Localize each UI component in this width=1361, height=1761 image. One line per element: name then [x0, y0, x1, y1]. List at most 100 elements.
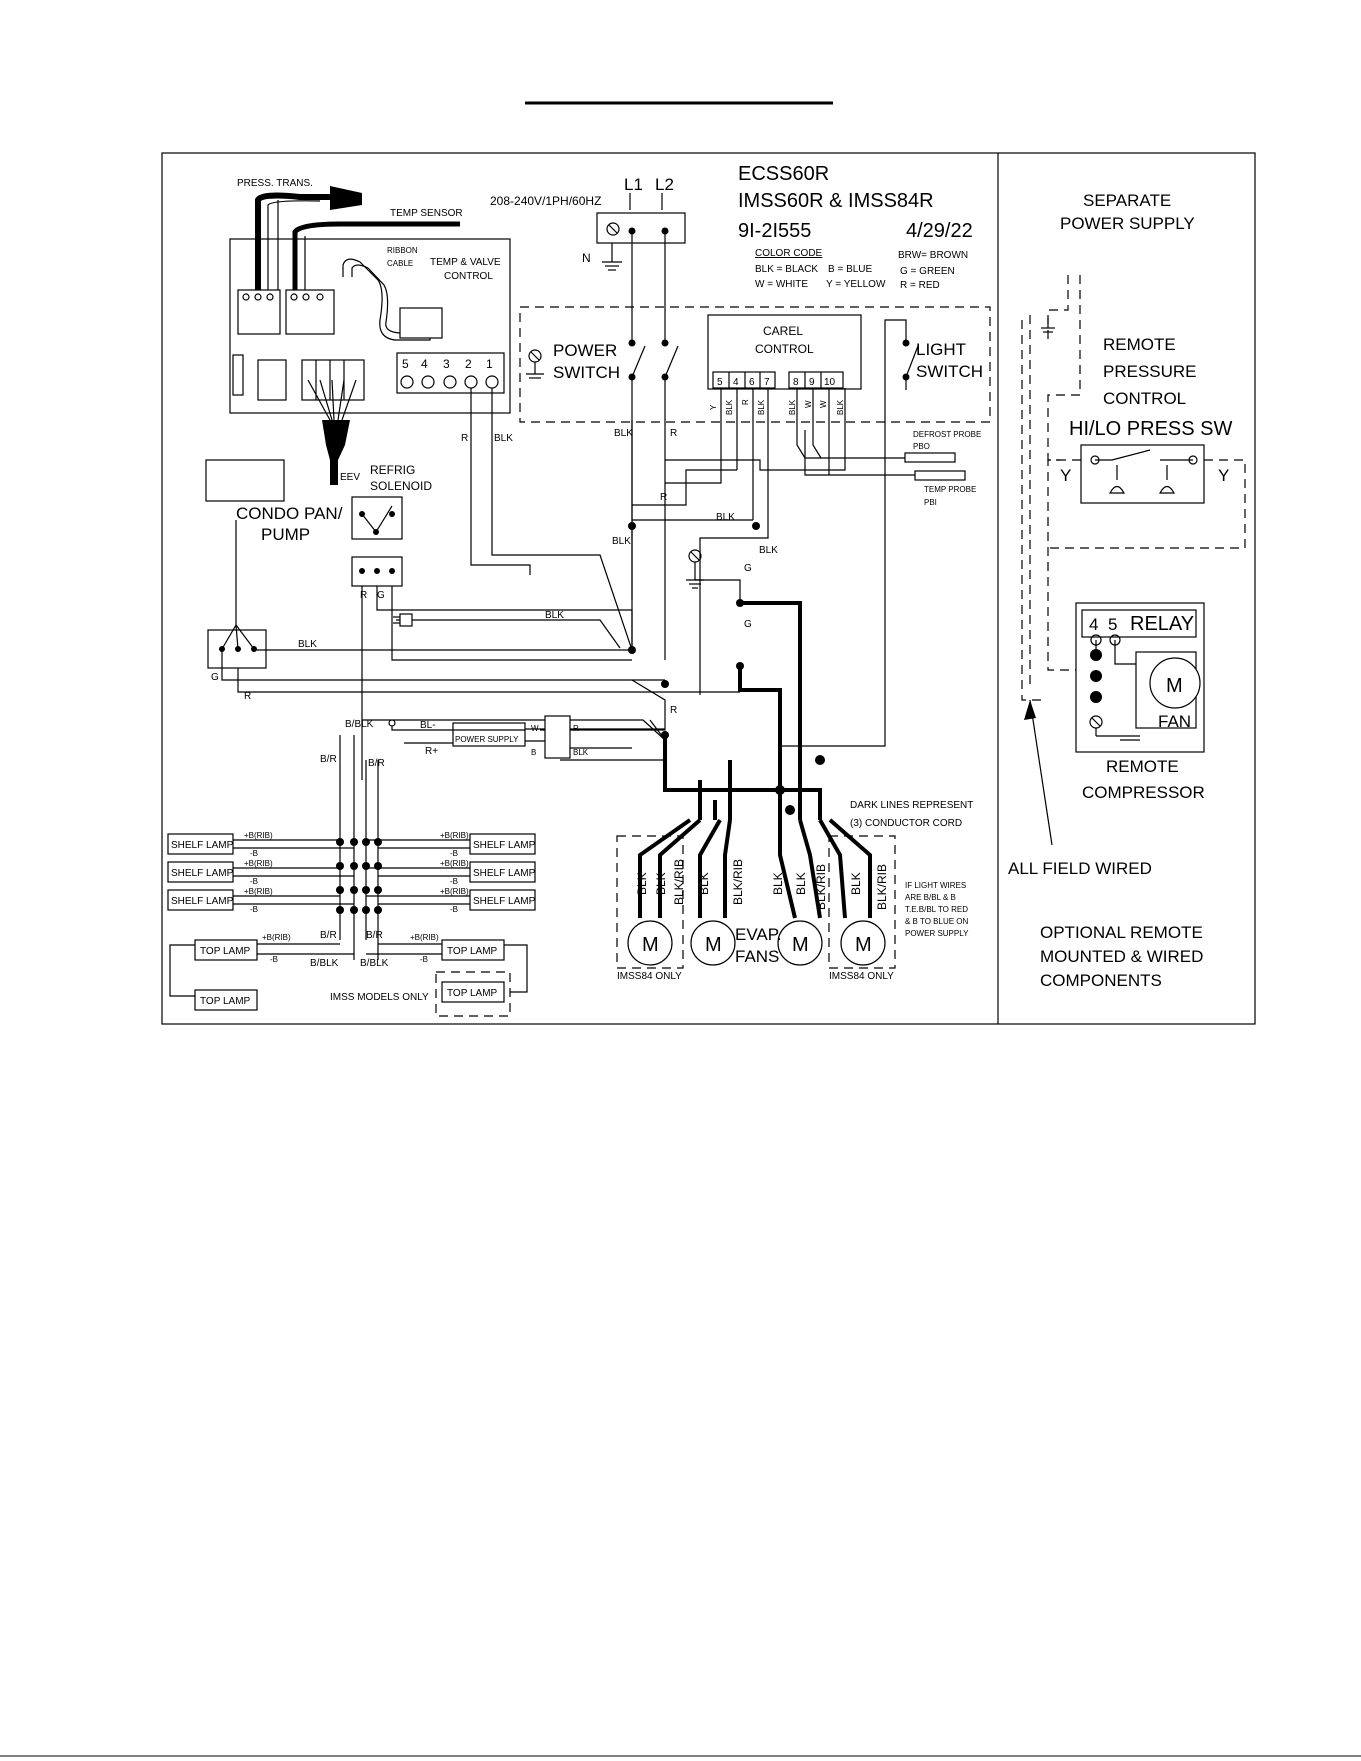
carel-label-2: CONTROL: [755, 342, 814, 356]
condo-pan-label-1: CONDO PAN/: [236, 504, 343, 523]
wire-label: +B(RIB): [244, 831, 273, 840]
shelf-lamp-left-2: [167, 861, 234, 883]
remote-compressor-label-1: REMOTE: [1106, 757, 1179, 776]
wire-label: BLK: [612, 536, 631, 547]
wire-label: -B: [250, 905, 258, 914]
press-trans-icon: [330, 186, 362, 210]
wire-label: R: [741, 399, 750, 405]
model-line-1: ECSS60R: [738, 163, 829, 185]
wire-label: R: [244, 691, 251, 702]
wire-label: -B: [450, 849, 458, 858]
wire-label: R: [660, 492, 667, 503]
ribbon-cable-label-1: RIBBON: [387, 246, 418, 255]
neutral-label: N: [582, 251, 591, 265]
temp-probe-label-1: TEMP PROBE: [924, 485, 976, 494]
motor-label: M: [705, 934, 722, 956]
imss84-only-right: IMSS84 ONLY: [829, 971, 894, 982]
wire-label: BLK: [635, 872, 649, 895]
shelf-lamp-right-3-label: SHELF LAMP: [473, 896, 536, 907]
fan-motor-label: M: [1166, 675, 1183, 697]
wire-label: BLK: [836, 399, 845, 415]
power-switch-label-1: POWER: [553, 341, 617, 360]
top-lamp-left-2: [194, 989, 258, 1011]
optional-label-2: MOUNTED & WIRED: [1040, 947, 1203, 966]
terminal-2: 2: [465, 357, 472, 371]
relay-terminal-4: 4: [1089, 615, 1098, 634]
carel-terminal-8: 8: [793, 377, 799, 388]
temp-valve-label-2: CONTROL: [444, 271, 493, 282]
motor-label: M: [792, 934, 809, 956]
drawing-number: 9I-2I555: [738, 220, 811, 242]
hilo-y-right: Y: [1218, 466, 1229, 485]
wire-label: +B(RIB): [440, 859, 469, 868]
ground-icon: [526, 349, 544, 379]
wire-label: B/BLK: [310, 958, 339, 969]
wire-label: W: [819, 400, 828, 408]
light-wires-note-4: & B TO BLUE ON: [905, 917, 969, 926]
imss84-fan-enclosure-left: [616, 835, 684, 969]
compressor-ground-icon: [1089, 715, 1140, 741]
evap-fan-motor-3: M: [777, 920, 823, 966]
defrost-probe-label-2: PBO: [913, 442, 930, 451]
shelf-lamp-left-2-label: SHELF LAMP: [171, 868, 234, 879]
press-trans-label: PRESS. TRANS.: [237, 178, 313, 189]
supply-terminal: [544, 715, 571, 759]
carel-label-1: CAREL: [763, 324, 803, 338]
wire-label: B/R: [366, 930, 383, 941]
evap-fans-label-2: FANS: [735, 947, 779, 966]
optional-label-1: OPTIONAL REMOTE: [1040, 923, 1203, 942]
drawing-date: 4/29/22: [906, 220, 973, 242]
power-terminal-block: [596, 212, 686, 244]
hilo-press-switch: [1080, 444, 1205, 504]
top-lamp-right-1: [441, 939, 505, 961]
shelf-lamp-right-1: [469, 833, 536, 855]
press-trans-cable: [255, 192, 335, 290]
evap-fan-motor-1: M: [627, 920, 673, 966]
temp-sensor-label: TEMP SENSOR: [390, 208, 463, 219]
wire-label: +B(RIB): [262, 933, 291, 942]
light-switch-label-2: SWITCH: [916, 362, 983, 381]
light-switch-label-1: LIGHT: [916, 340, 966, 359]
hilo-y-left: Y: [1060, 466, 1071, 485]
wire-label: BLK: [545, 610, 564, 621]
wire-label: Y: [709, 404, 718, 410]
remote-pressure-label-1: REMOTE: [1103, 335, 1176, 354]
power-switch-label-2: SWITCH: [553, 363, 620, 382]
top-lamp-right-2-label: TOP LAMP: [447, 988, 498, 999]
shelf-lamp-left-3-label: SHELF LAMP: [171, 896, 234, 907]
wire-label: BLK: [298, 639, 317, 650]
top-lamp-left-2-label: TOP LAMP: [200, 996, 251, 1007]
optional-label-3: COMPONENTS: [1040, 971, 1162, 990]
defrost-probe: [904, 452, 956, 463]
separate-power-label-1: SEPARATE: [1083, 191, 1171, 210]
lamp-power-supply: [452, 722, 526, 747]
top-lamp-right-1-label: TOP LAMP: [447, 946, 498, 957]
wire-label: BLK: [494, 433, 513, 444]
separate-power-label-2: POWER SUPPLY: [1060, 214, 1195, 233]
wire-label: G: [744, 619, 752, 630]
wire-label: -B: [450, 877, 458, 886]
dark-lines-note-2: (3) CONDUCTOR CORD: [850, 818, 962, 829]
wire-label: -B: [270, 955, 278, 964]
evap-fans-label-1: EVAP.: [735, 925, 782, 944]
color-code-b: B = BLUE: [828, 264, 873, 275]
wire-label: +B(RIB): [244, 859, 273, 868]
wire-label: +B(RIB): [440, 887, 469, 896]
fan-label: FAN: [1158, 712, 1191, 731]
shelf-lamp-right-1-label: SHELF LAMP: [473, 840, 536, 851]
color-code-brw: BRW= BROWN: [898, 250, 968, 261]
color-code-r: R = RED: [900, 280, 940, 291]
wire-label: R: [670, 705, 677, 716]
field-wired-arrow: [1024, 700, 1036, 720]
wire-label: G: [744, 563, 752, 574]
wire-label: +B(RIB): [440, 831, 469, 840]
terminal-5: 5: [402, 357, 409, 371]
relay-label: RELAY: [1130, 613, 1194, 635]
top-lamp-right-2: [441, 981, 505, 1003]
wire-label: W: [804, 400, 813, 408]
imss84-fan-enclosure-right: [828, 835, 896, 969]
eev-icon: [322, 420, 350, 485]
plug-icon: [393, 613, 413, 627]
temp-sensor-cable: [292, 221, 460, 290]
